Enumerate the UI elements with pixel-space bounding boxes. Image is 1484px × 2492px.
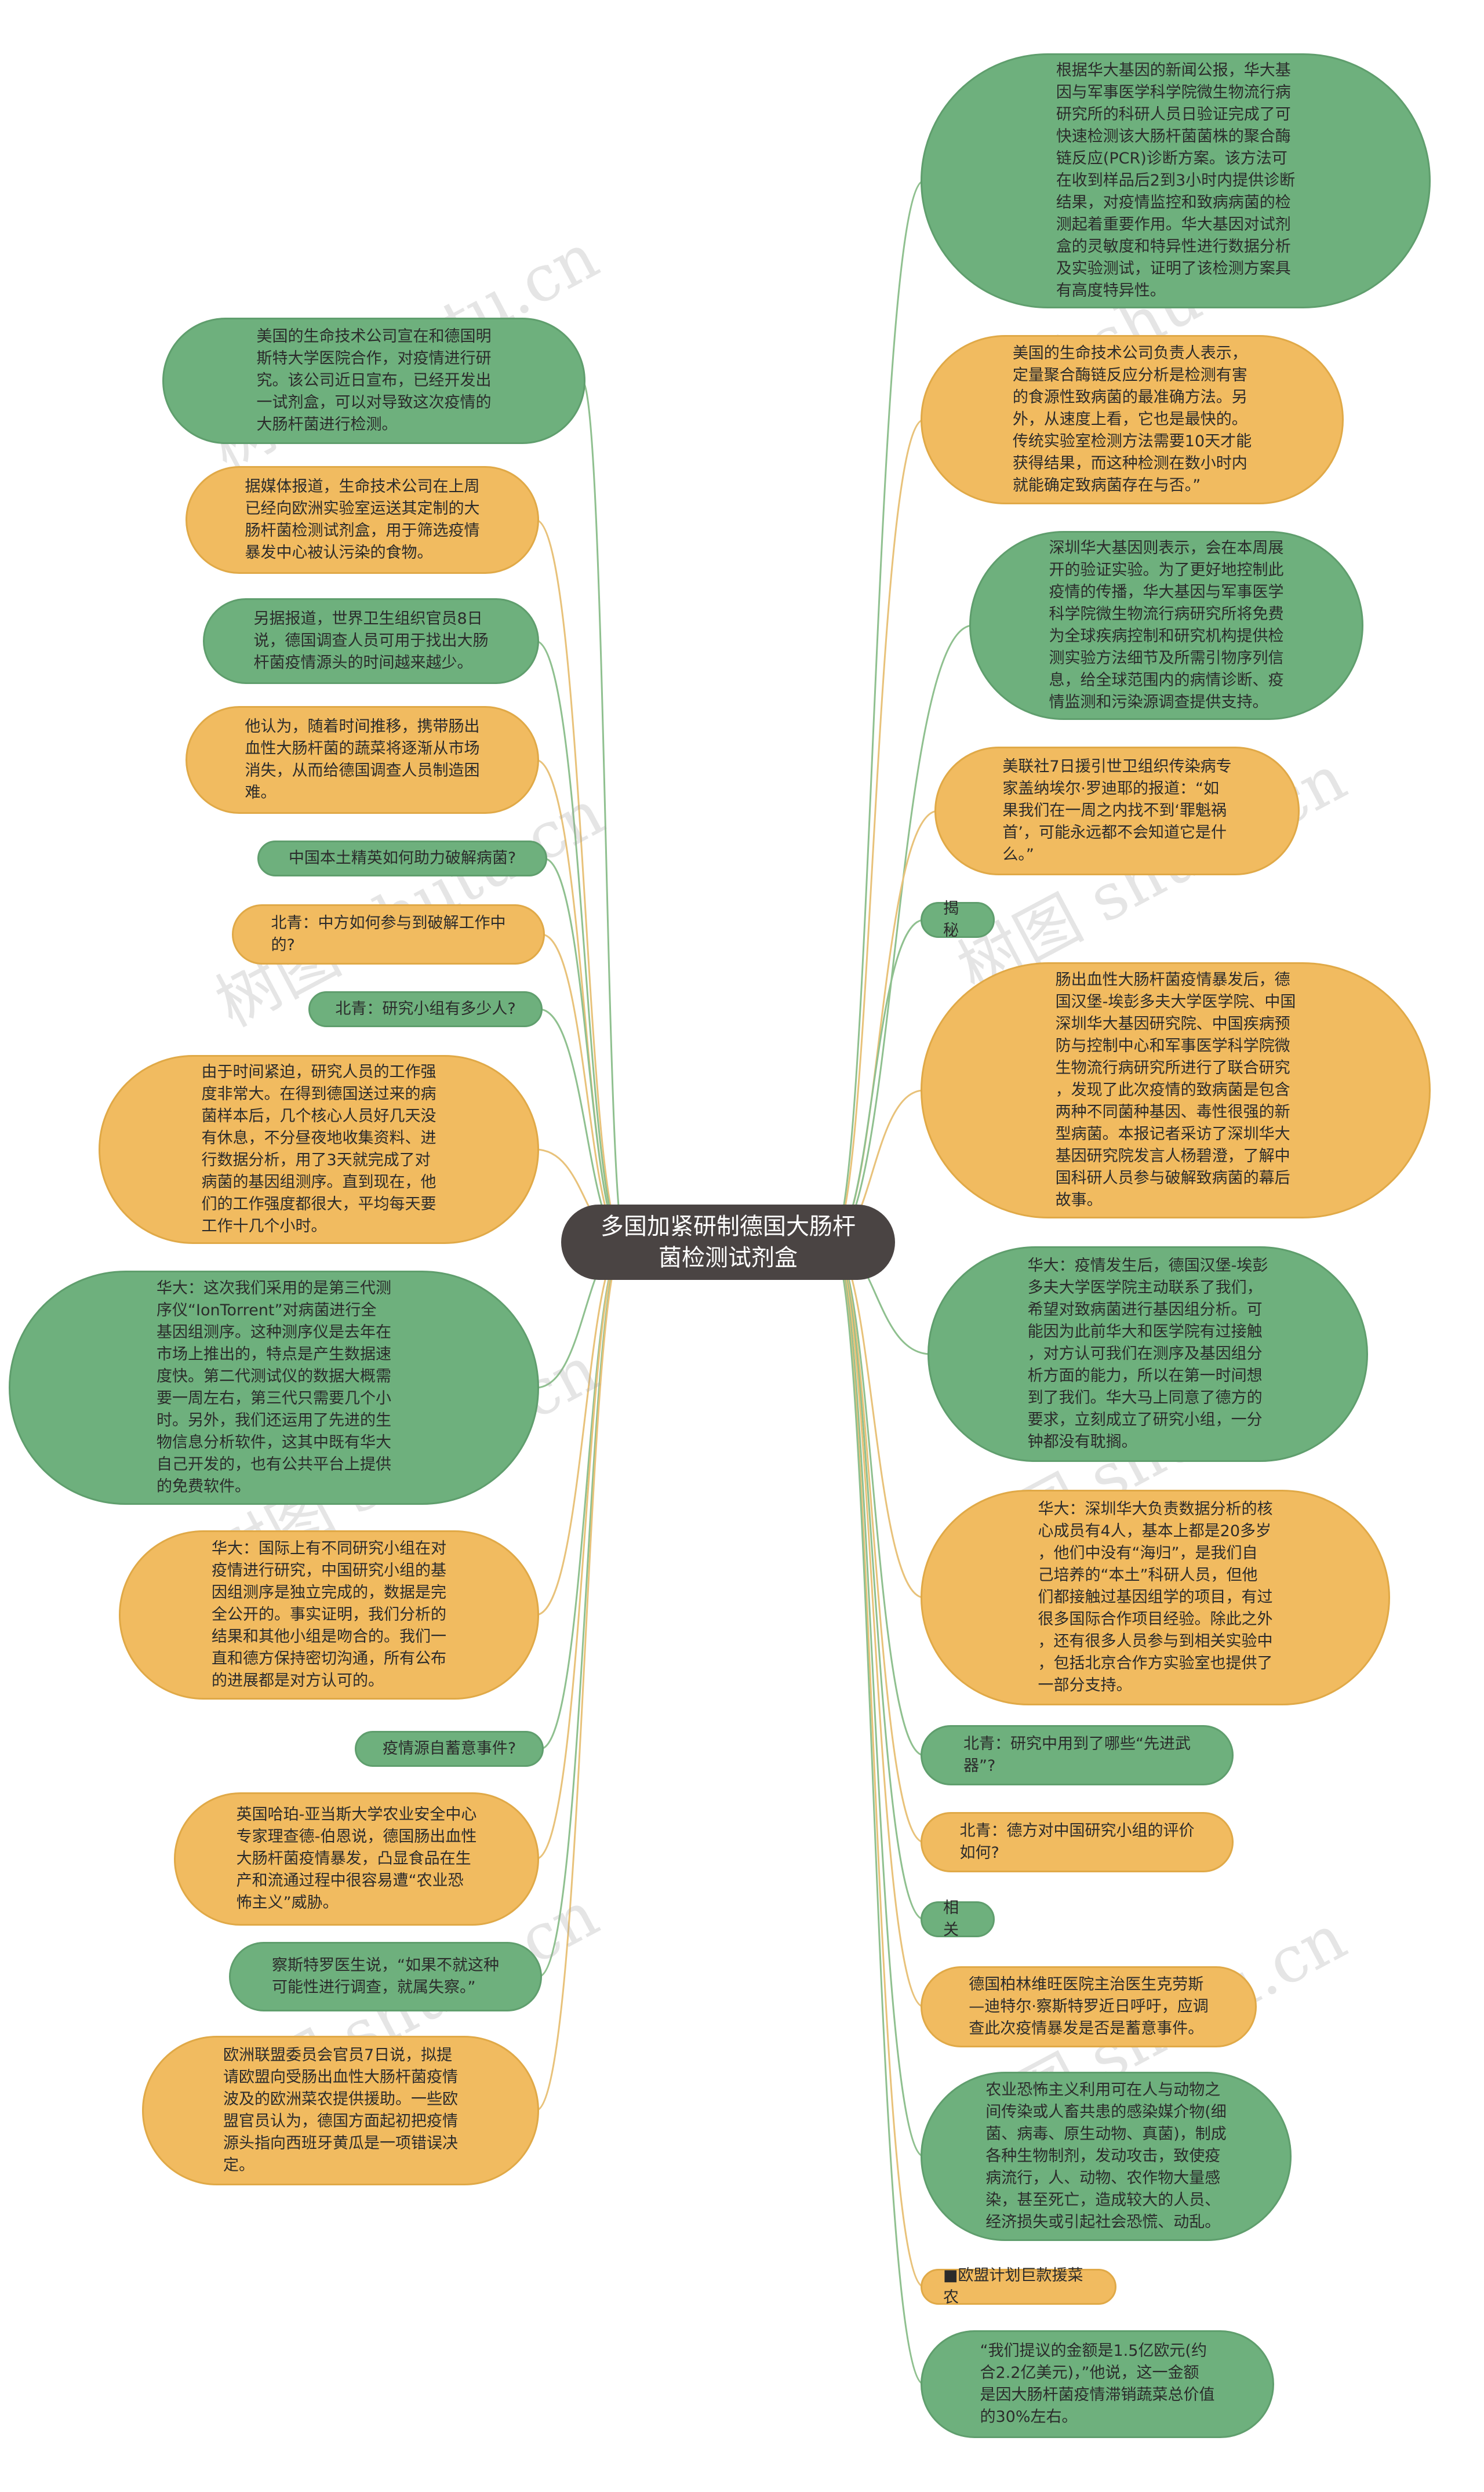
left-node-3[interactable]: 另据报道，世界卫生组织官员8日 说，德国调查人员可用于找出大肠 杆菌疫情源头的时… bbox=[203, 598, 539, 684]
connector-line bbox=[535, 519, 625, 1243]
left-node-14[interactable]: 欧洲联盟委员会官员7日说，拟提 请欧盟向受肠出血性大肠杆菌疫情 波及的欧洲菜农提… bbox=[142, 2036, 539, 2185]
right-node-6[interactable]: 肠出血性大肠杆菌疫情暴发后，德 国汉堡-埃彭多夫大学医学院、中国 深圳华大基因研… bbox=[921, 962, 1431, 1218]
right-node-5[interactable]: 揭秘 bbox=[921, 900, 995, 940]
left-node-2[interactable]: 据媒体报道，生命技术公司在上周 已经向欧洲实验室运送其定制的大 肠杆菌检测试剂盒… bbox=[186, 466, 539, 574]
connector-line bbox=[831, 1241, 925, 2158]
right-node-9[interactable]: 北青：研究中用到了哪些“先进武 器”? bbox=[921, 1725, 1234, 1785]
left-node-11[interactable]: 疫情源自蓄意事件? bbox=[355, 1731, 544, 1767]
connector-line bbox=[581, 380, 626, 1243]
right-node-8[interactable]: 华大：深圳华大负责数据分析的核 心成员有4人，基本上都是20多岁 ，他们中没有“… bbox=[921, 1490, 1390, 1705]
right-node-2[interactable]: 美国的生命技术公司负责人表示， 定量聚合酶链反应分析是检测有害 的食源性致病菌的… bbox=[921, 335, 1344, 504]
left-node-13[interactable]: 察斯特罗医生说，“如果不就这种 可能性进行调查，就属失察。” bbox=[229, 1942, 542, 2011]
left-node-5[interactable]: 中国本土精英如何助力破解病菌? bbox=[257, 841, 547, 876]
left-node-10[interactable]: 华大：国际上有不同研究小组在对 疫情进行研究，中国研究小组的基 因组测序是独立完… bbox=[119, 1530, 539, 1700]
connector-line bbox=[535, 1241, 625, 2112]
connector-line bbox=[543, 857, 625, 1243]
right-node-4[interactable]: 美联社7日援引世卫组织传染病专 家盖纳埃尔·罗迪耶的报道：“如 果我们在一周之内… bbox=[934, 747, 1300, 875]
left-node-4[interactable]: 他认为，随着时间推移，携带肠出 血性大肠杆菌的蔬菜将逐渐从市场 消失，从而给德国… bbox=[186, 706, 539, 814]
connector-line bbox=[831, 180, 925, 1243]
connector-line bbox=[538, 1241, 625, 1978]
right-node-14[interactable]: ■欧盟计划巨款援菜农 bbox=[921, 2267, 1116, 2307]
left-node-8[interactable]: 由于时间紧迫，研究人员的工作强 度非常大。在得到德国送过来的病 菌样本后，几个核… bbox=[99, 1055, 539, 1244]
left-node-9[interactable]: 华大：这次我们采用的是第三代测 序仪“IonTorrent”对病菌进行全 基因组… bbox=[9, 1271, 539, 1505]
connector-line bbox=[831, 1241, 925, 2385]
connector-line bbox=[831, 1241, 925, 2008]
right-node-3[interactable]: 深圳华大基因则表示，会在本周展 开的验证实验。为了更好地控制此 疫情的传播，华大… bbox=[969, 531, 1363, 720]
center-topic[interactable]: 多国加紧研制德国大肠杆 菌检测试剂盒 bbox=[561, 1205, 895, 1280]
left-node-12[interactable]: 英国哈珀-亚当斯大学农业安全中心 专家理查德-伯恩说，德国肠出血性 大肠杆菌疫情… bbox=[174, 1792, 539, 1926]
connector-line bbox=[831, 419, 925, 1243]
right-node-13[interactable]: 农业恐怖主义利用可在人与动物之 间传染或人畜共患的感染媒介物(细 菌、病毒、原生… bbox=[921, 2072, 1292, 2241]
left-node-1[interactable]: 美国的生命技术公司宣在和德国明 斯特大学医院合作，对疫情进行研 究。该公司近日宣… bbox=[162, 318, 585, 444]
right-node-11[interactable]: 相关 bbox=[921, 1899, 995, 1939]
right-node-1[interactable]: 根据华大基因的新闻公报，华大基 因与军事医学科学院微生物流行病 研究所的科研人员… bbox=[921, 53, 1431, 308]
right-node-7[interactable]: 华大：疫情发生后，德国汉堡-埃彭 多夫大学医学院主动联系了我们， 希望对致病菌进… bbox=[928, 1246, 1368, 1462]
right-node-15[interactable]: “我们提议的金额是1.5亿欧元(约 合2.2亿美元)，”他说，这一金额 是因大肠… bbox=[921, 2330, 1274, 2438]
left-node-6[interactable]: 北青：中方如何参与到破解工作中 的? bbox=[232, 904, 545, 965]
right-node-10[interactable]: 北青：德方对中国研究小组的评价 如何? bbox=[921, 1812, 1234, 1872]
left-node-7[interactable]: 北青：研究小组有多少人? bbox=[308, 991, 543, 1027]
right-node-12[interactable]: 德国柏林维旺医院主治医生克劳斯 —迪特尔·察斯特罗近日呼吁，应调 查此次疫情暴发… bbox=[921, 1966, 1257, 2047]
